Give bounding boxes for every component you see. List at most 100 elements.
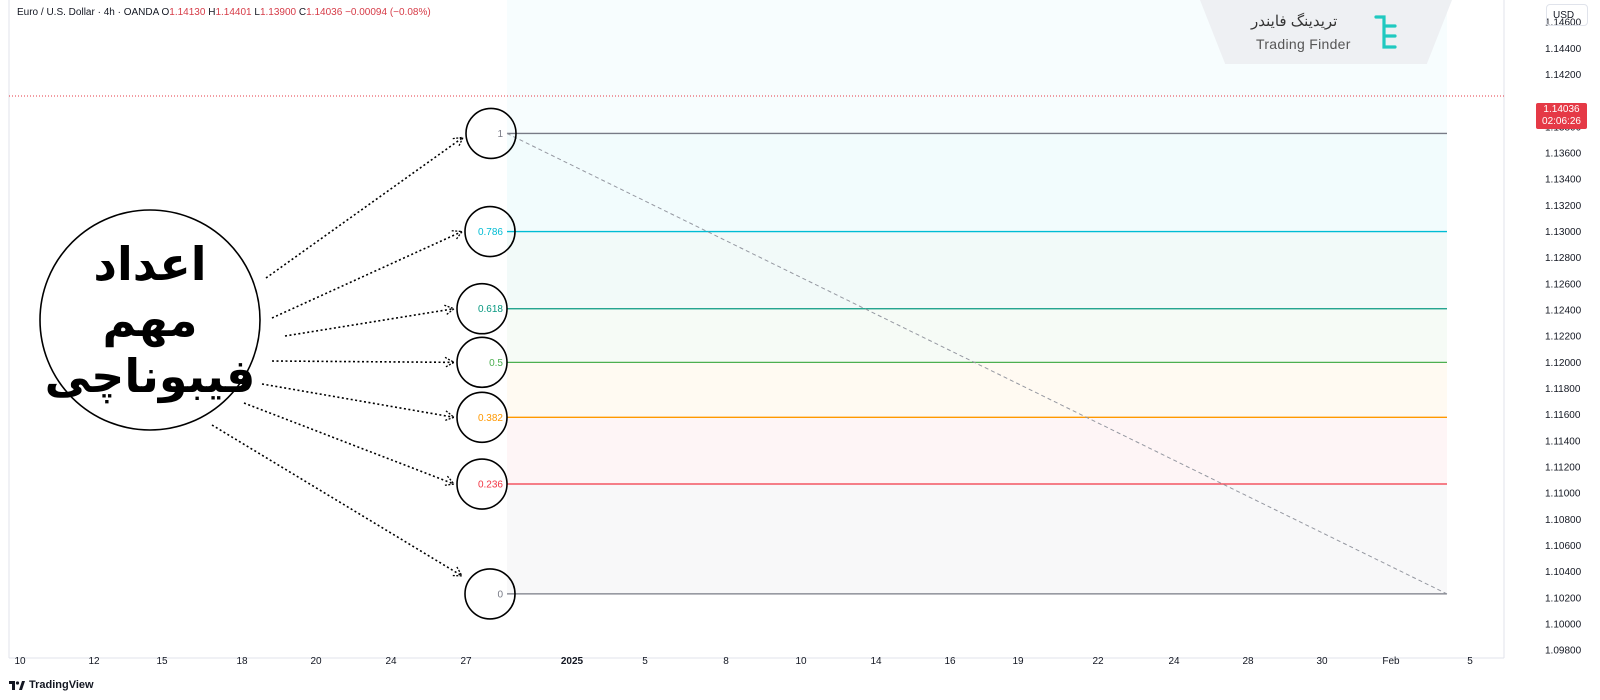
fib-zone-fill (507, 133, 1447, 232)
low-value: 1.13900 (259, 7, 297, 18)
time-tick-label: 19 (1012, 656, 1024, 667)
fib-level-label: 0.786 (478, 227, 503, 238)
level-highlight-circle (456, 282, 508, 335)
annotation-arrow (271, 356, 456, 368)
price-tick-label: 1.10800 (1545, 515, 1582, 526)
time-tick-label: 22 (1092, 656, 1104, 667)
time-tick-label: 15 (156, 656, 168, 667)
open-label: O (161, 7, 170, 18)
annotation-arrow (271, 230, 464, 319)
price-tick-label: 1.14400 (1545, 44, 1582, 55)
tradingview-logo-icon (9, 680, 25, 690)
time-tick-label: 20 (310, 656, 322, 667)
fib-level-label: 0.618 (478, 304, 503, 315)
price-tick-label: 1.12200 (1545, 332, 1582, 343)
annotation-arrow (284, 304, 456, 337)
low-label: L (254, 7, 260, 18)
time-tick-label: 24 (1168, 656, 1180, 667)
annotation-arrow (261, 383, 456, 422)
time-tick-label: 27 (460, 656, 472, 667)
annotation-line-1: اعداد مهم (93, 237, 207, 347)
price-tick-label: 1.09800 (1545, 646, 1582, 657)
level-highlight-circles (456, 107, 517, 620)
last-price-value: 1.14036 (1543, 104, 1580, 115)
fib-level-label: 1 (497, 129, 503, 140)
annotation-title: اعداد مهم فیبوناچی (40, 210, 260, 430)
watermark-persian-name: تریدینگ فایندر (1251, 13, 1338, 30)
price-tick-label: 1.10000 (1545, 619, 1582, 630)
price-tick-label: 1.10400 (1545, 567, 1582, 578)
price-tick-label: 1.12600 (1545, 279, 1582, 290)
price-tick-label: 1.11800 (1545, 384, 1581, 395)
level-highlight-circle (464, 568, 516, 620)
price-tick-label: 1.12400 (1545, 306, 1582, 317)
fib-level-label: 0.5 (489, 358, 503, 369)
fib-zone-fill (507, 308, 1447, 363)
price-tick-label: 1.13400 (1545, 175, 1582, 186)
watermark-english-name: Trading Finder (1256, 36, 1351, 52)
price-tick-label: 1.12800 (1545, 253, 1582, 264)
close-label: C (298, 7, 307, 18)
annotation-arrows (211, 136, 465, 577)
annotation-arrow (211, 424, 464, 577)
price-tick-label: 1.10200 (1545, 593, 1582, 604)
currency-selector[interactable]: USD (1546, 4, 1588, 26)
annotation-line-2: فیبوناچی (44, 349, 256, 403)
time-tick-label: 18 (236, 656, 248, 667)
time-tick-label: 12 (88, 656, 100, 667)
tradingview-branding[interactable]: TradingView (9, 679, 94, 691)
annotation-arrow (265, 136, 465, 279)
annotation-arrow (243, 402, 456, 487)
price-tick-label: 1.14200 (1545, 70, 1582, 81)
price-tick-label: 1.14600 (1545, 18, 1582, 29)
time-tick-label: 10 (795, 656, 807, 667)
time-tick-label: 16 (944, 656, 956, 667)
time-tick-label: 10 (14, 656, 26, 667)
change-value: −0.00094 (−0.08%) (345, 7, 431, 18)
high-label: H (208, 7, 216, 18)
fib-zone-fill (507, 484, 1447, 594)
price-tick-label: 1.10600 (1545, 541, 1582, 552)
last-price-tag: 1.14036 02:06:26 (1536, 103, 1587, 129)
time-tick-label: 24 (385, 656, 397, 667)
fib-zone-fill (507, 231, 1447, 309)
fib-level-label: 0.382 (478, 413, 503, 424)
level-highlight-circle (456, 458, 508, 510)
price-tick-label: 1.12000 (1545, 358, 1582, 369)
ohlc-legend[interactable]: Euro / U.S. Dollar · 4h · OANDA O1.14130… (17, 7, 431, 18)
time-tick-label: 5 (642, 656, 648, 667)
tradingview-label: TradingView (29, 679, 94, 691)
time-tick-label: 8 (723, 656, 729, 667)
fib-zone-fill (507, 417, 1447, 485)
bar-countdown: 02:06:26 (1542, 116, 1581, 127)
price-tick-label: 1.11200 (1545, 463, 1581, 474)
level-highlight-circle (456, 336, 508, 389)
fib-zone-fill (507, 362, 1447, 418)
fib-zone-fills (507, 133, 1447, 594)
annotation-circle (39, 209, 261, 431)
level-highlight-circle (456, 391, 508, 444)
time-tick-label: 5 (1467, 656, 1473, 667)
price-tick-label: 1.11400 (1545, 436, 1581, 447)
level-highlight-circle (465, 107, 517, 160)
price-tick-label: 1.13000 (1545, 227, 1582, 238)
price-tick-label: 1.11000 (1545, 489, 1581, 500)
price-tick-label: 1.13200 (1545, 201, 1582, 212)
price-tick-label: 1.11600 (1545, 410, 1581, 421)
fib-levels[interactable]: 1 0.786 0.618 0.5 0.382 0.236 0 (478, 129, 1447, 600)
watermark-background (1200, 0, 1452, 64)
high-value: 1.14401 (215, 7, 252, 18)
time-tick-label: Feb (1382, 656, 1400, 667)
trading-finder-logo-icon (1374, 15, 1397, 49)
level-highlight-circle (464, 205, 516, 258)
fib-level-label: 0.236 (478, 480, 503, 491)
time-tick-label: 14 (870, 656, 882, 667)
open-value: 1.14130 (169, 7, 206, 18)
time-tick-label: 28 (1242, 656, 1254, 667)
fib-level-label: 0 (497, 589, 503, 600)
price-tick-label: 1.13600 (1545, 149, 1582, 160)
symbol-title[interactable]: Euro / U.S. Dollar · 4h · OANDA (17, 7, 159, 18)
time-tick-label: 30 (1316, 656, 1328, 667)
